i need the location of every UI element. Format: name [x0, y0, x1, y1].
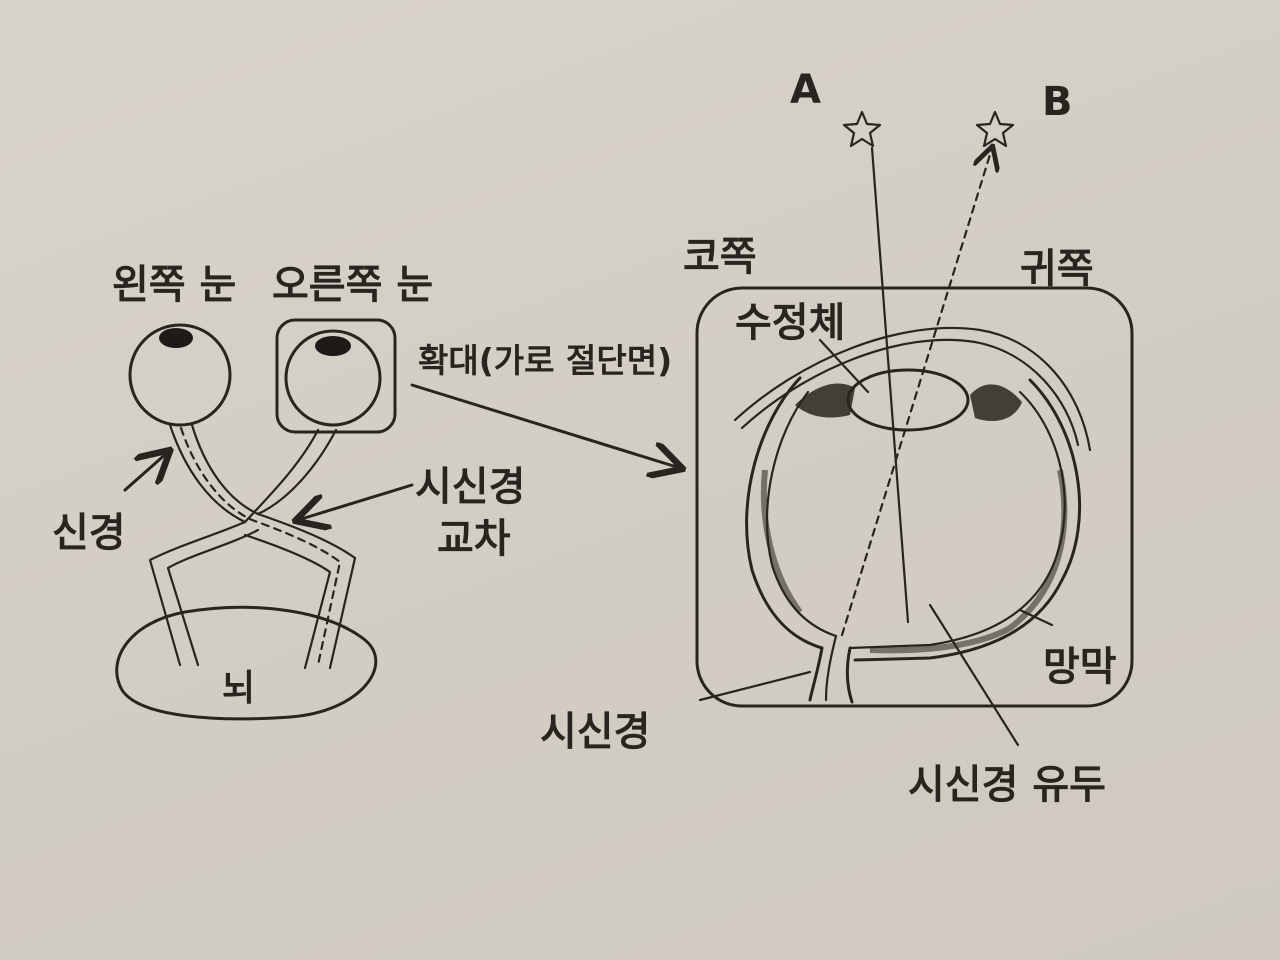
label-point-a: A: [790, 67, 821, 113]
star-b-icon: [975, 110, 1015, 148]
label-brain: 뇌: [222, 668, 255, 709]
zoom-arrow: [410, 383, 680, 468]
label-nerve: 신경: [52, 510, 126, 556]
chiasm-arrow: [298, 483, 414, 520]
right-eyeball: [275, 318, 397, 434]
label-zoom: 확대(가로 절단면): [418, 341, 672, 380]
label-nose-side: 코쪽: [683, 234, 757, 280]
ray-b: [840, 148, 992, 637]
label-retina: 망막: [1043, 644, 1117, 690]
left-eyeball: [128, 323, 232, 427]
eyeball-section: [733, 326, 1092, 704]
label-ear-side: 귀쪽: [1020, 246, 1094, 292]
label-point-b: B: [1042, 79, 1073, 125]
ray-a: [870, 146, 910, 624]
brain-outline: [115, 605, 378, 721]
label-chiasm-2: 교차: [437, 516, 511, 562]
lens-leader: [818, 338, 870, 394]
optic-nerve-leader: [698, 670, 812, 702]
label-optic-disc: 시신경 유두: [908, 762, 1106, 808]
star-a-icon: [842, 110, 882, 148]
label-optic-nerve: 시신경: [540, 709, 650, 755]
nerve-arrow: [123, 452, 168, 492]
label-chiasm-1: 시신경: [415, 464, 525, 510]
label-lens: 수정체: [735, 300, 845, 346]
cross-section-frame: [695, 286, 1134, 708]
retina-leader: [1018, 608, 1054, 627]
optic-nerves: [148, 423, 357, 670]
label-left-eye: 왼쪽 눈: [112, 262, 236, 308]
optic-disc-leader: [928, 603, 1020, 747]
label-right-eye: 오른쪽 눈: [272, 262, 433, 308]
lens-shape: [846, 368, 970, 432]
